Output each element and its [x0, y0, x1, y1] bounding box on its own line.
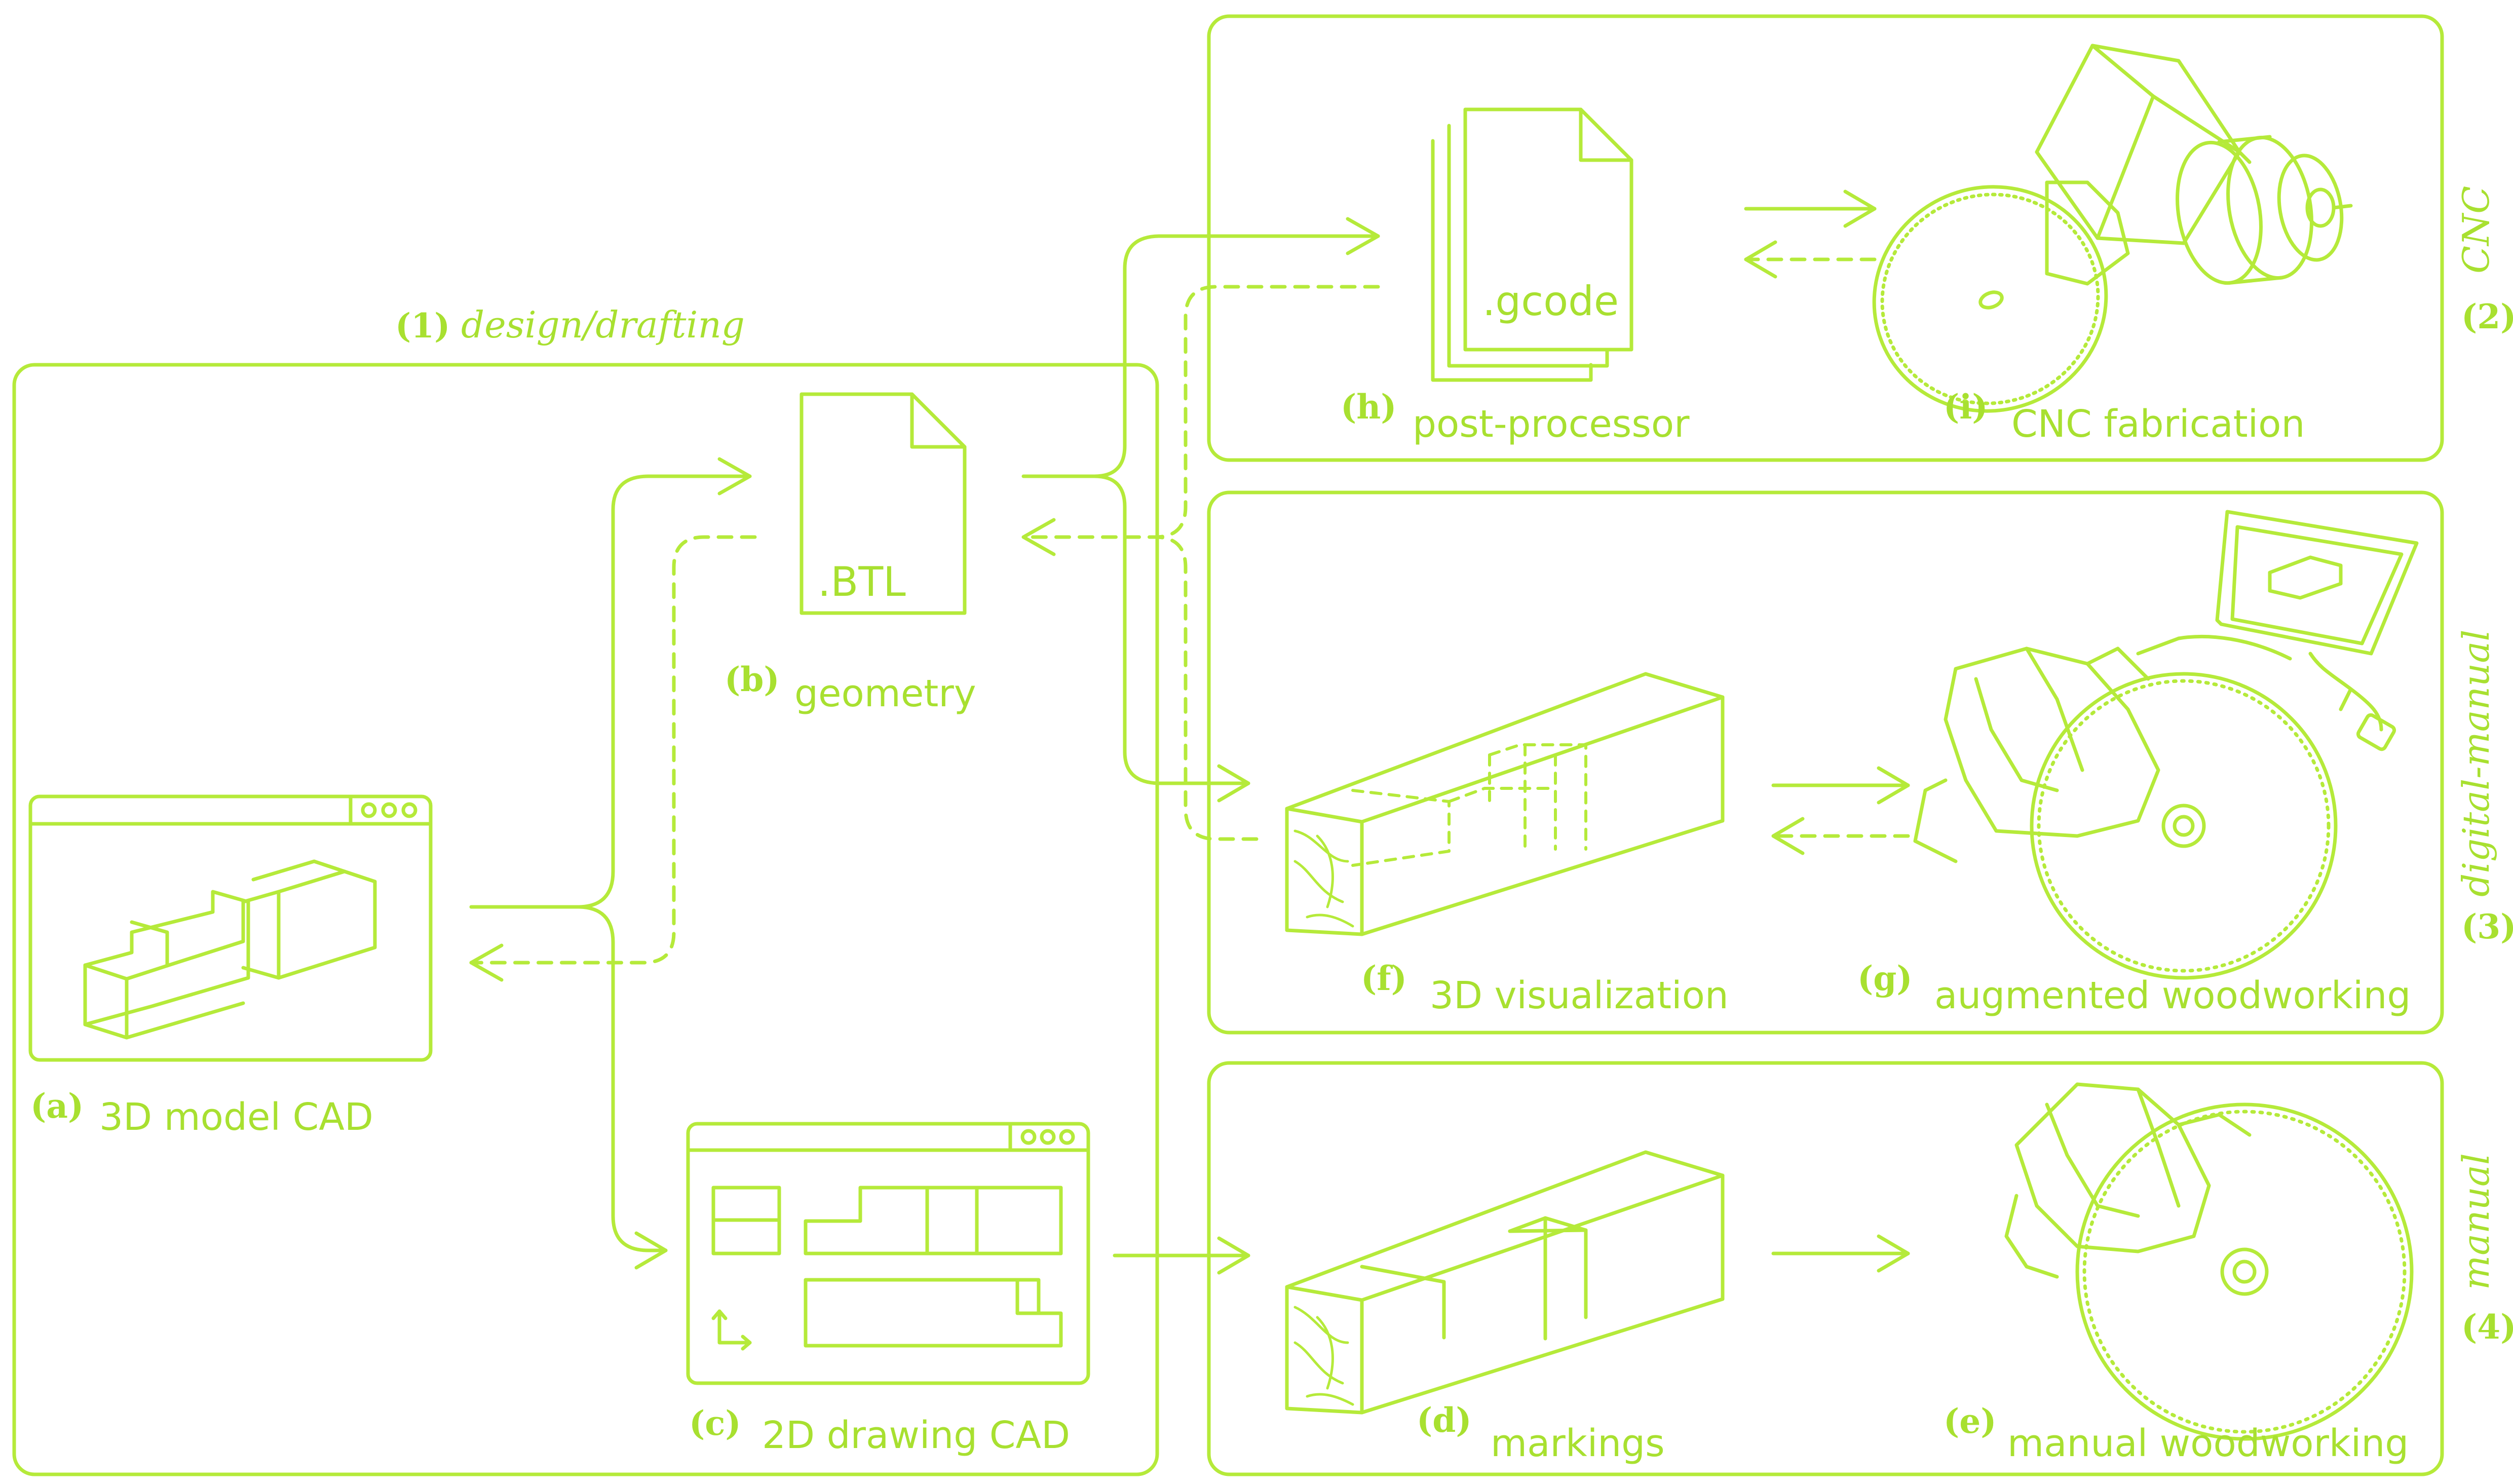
node-tag-f: (f) [1361, 959, 1407, 998]
file-ext-btl: .BTL [818, 558, 906, 605]
arrowhead-c-to-d [1217, 1236, 1250, 1275]
node-label-b: geometry [794, 672, 976, 715]
arrowhead-b-to-a [469, 943, 504, 982]
augmented-saw-icon [1913, 510, 2419, 980]
arrowhead-h-to-b [1021, 518, 1056, 556]
timber-beam-visualization-icon [1285, 672, 1725, 936]
group-tag-digital-manual: (3) [2461, 907, 2513, 946]
node-tag-c: (c) [689, 1403, 741, 1443]
circular-saw-icon [2004, 1082, 2414, 1441]
design-drafting-group-frame [12, 363, 1159, 1476]
group-title-digital-manual: digital-manual [2455, 630, 2497, 897]
arrow-a-to-c [576, 905, 668, 1252]
node-tag-i: (i) [1944, 387, 1988, 427]
arrowhead-d-to-e [1877, 1234, 1910, 1273]
arrowhead-a-to-c [634, 1231, 668, 1270]
group-tag-manual: (4) [2461, 1307, 2513, 1347]
cnc-spindle-saw-icon [1872, 44, 2353, 413]
arrowhead-i-to-h [1744, 240, 1777, 279]
dashed-h-to-b [1021, 285, 1380, 539]
node-tag-d: (d) [1417, 1400, 1472, 1440]
cad-window-2d-icon [686, 1122, 1090, 1385]
node-label-i: CNC fabrication [2011, 402, 2305, 446]
btl-file-icon [799, 392, 967, 615]
node-tag-b: (b) [725, 660, 780, 699]
arrow-b-to-f [1092, 474, 1250, 785]
manual-group-frame [1207, 1061, 2444, 1476]
node-tag-h: (h) [1341, 387, 1396, 427]
gcode-file-stack-icon [1431, 107, 1633, 382]
group-title-cnc: CNC [2455, 186, 2497, 274]
node-tag-g: (g) [1857, 959, 1913, 998]
node-label-a: 3D model CAD [99, 1095, 373, 1139]
arrowhead-a-to-b [717, 457, 752, 496]
dashed-b-to-a [469, 535, 757, 965]
arrowhead-b-to-f [1217, 764, 1250, 803]
arrow-a-to-b [469, 474, 752, 909]
arrowhead-h-to-i [1843, 189, 1877, 228]
node-label-e: manual woodworking [2007, 1422, 2409, 1465]
node-label-f: 3D visualization [1430, 974, 1729, 1017]
group-tag-design: (1) [395, 306, 450, 346]
cnc-group-frame [1207, 14, 2444, 462]
group-tag-cnc: (2) [2461, 297, 2513, 336]
node-label-h: post-processor [1413, 402, 1690, 446]
node-label-c: 2D drawing CAD [762, 1414, 1070, 1457]
arrow-b-to-h [1021, 234, 1380, 478]
node-label-d: markings [1491, 1422, 1665, 1465]
digital-manual-group-frame [1207, 490, 2444, 1035]
arrowhead-b-to-h [1346, 217, 1380, 255]
cad-window-3d-icon [28, 794, 433, 1062]
arrowhead-g-to-f [1771, 817, 1805, 855]
group-title-design: design/drafting [461, 303, 745, 346]
node-label-g: augmented woodworking [1934, 974, 2411, 1017]
node-tag-a: (a) [30, 1086, 84, 1126]
group-title-manual: manual [2455, 1153, 2497, 1290]
timber-beam-markings-icon [1285, 1150, 1725, 1415]
file-ext-gcode: .gcode [1482, 278, 1619, 325]
node-tag-e: (e) [1944, 1401, 1996, 1441]
dashed-f-to-b [1153, 535, 1259, 841]
arrowhead-f-to-g [1877, 766, 1910, 805]
